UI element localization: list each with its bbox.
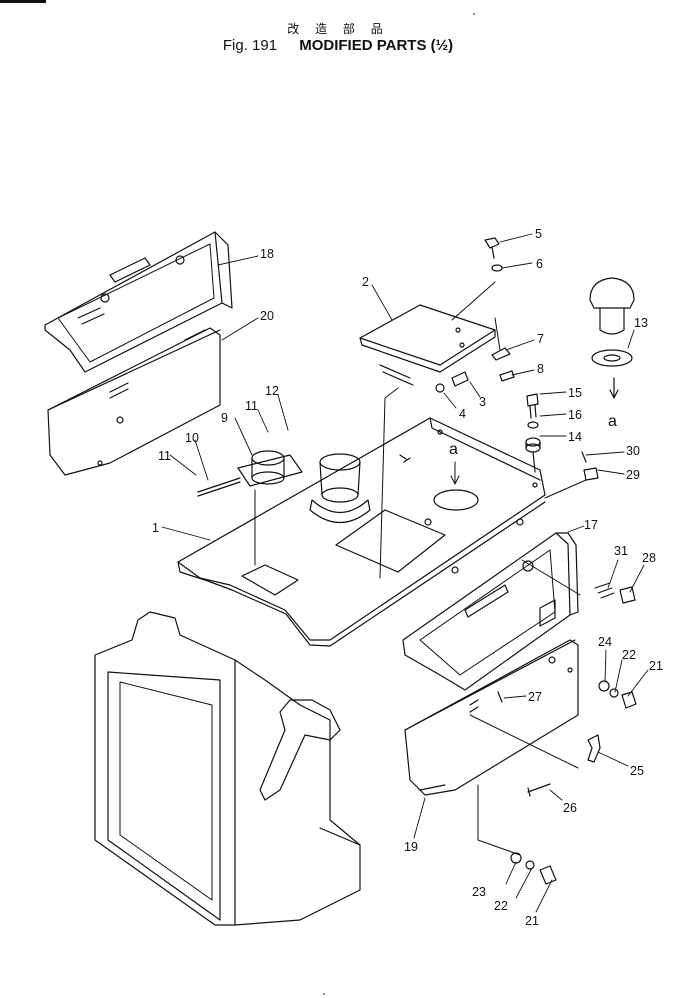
fan-housing	[237, 450, 303, 487]
figure-caption: MODIFIED PARTS (½)	[299, 37, 454, 54]
label-part-25: 25	[630, 764, 644, 778]
label-part-5: 5	[535, 227, 542, 241]
right-upper-panel	[402, 532, 579, 691]
label-part-17: 17	[584, 518, 598, 532]
label-part-22-upper: 22	[622, 648, 636, 662]
label-part-31: 31	[614, 544, 628, 558]
right-lower-panel	[404, 639, 579, 796]
right-hardware	[497, 582, 637, 885]
label-part-4: 4	[459, 407, 466, 421]
main-top-plate	[177, 417, 546, 647]
label-part-7: 7	[537, 332, 544, 346]
label-part-21-lower: 21	[525, 914, 539, 928]
small-hardware	[435, 237, 515, 393]
label-part-22-lower: 22	[494, 899, 508, 913]
label-part-23: 23	[472, 885, 486, 899]
view-ref-a-center: a	[449, 441, 458, 458]
label-part-26: 26	[563, 801, 577, 815]
label-part-3: 3	[479, 395, 486, 409]
rod-edge	[197, 481, 241, 497]
radiator-guard	[94, 611, 361, 926]
bolt-stack	[525, 393, 541, 473]
corner-mark	[0, 0, 46, 3]
connection-lines	[254, 489, 581, 856]
label-part-10: 10	[185, 431, 199, 445]
leader-wing-bolt	[451, 281, 496, 321]
rod	[197, 477, 241, 493]
leader-clip	[494, 317, 501, 351]
label-part-18: 18	[260, 247, 274, 261]
label-leaders	[161, 233, 649, 913]
label-part-14: 14	[568, 430, 582, 444]
label-part-30: 30	[626, 444, 640, 458]
label-part-6: 6	[536, 257, 543, 271]
label-part-12: 12	[265, 384, 279, 398]
japanese-title: 改 造 部 品	[287, 22, 389, 36]
stray-mark-bottom	[323, 993, 325, 995]
label-part-16: 16	[568, 408, 582, 422]
stray-mark	[473, 13, 475, 15]
leader-cover	[379, 387, 399, 579]
label-part-8: 8	[537, 362, 544, 376]
label-part-2: 2	[362, 275, 369, 289]
label-part-19: 19	[404, 840, 418, 854]
label-part-28: 28	[642, 551, 656, 565]
left-lower-panel	[47, 327, 221, 476]
label-part-15: 15	[568, 386, 582, 400]
label-part-24: 24	[598, 635, 612, 649]
label-part-11-lower: 11	[158, 449, 171, 463]
intake-tube	[309, 453, 371, 523]
left-upper-panel	[44, 231, 233, 373]
label-part-29: 29	[626, 468, 640, 482]
view-ref-a-top: a	[608, 413, 617, 430]
label-part-13: 13	[634, 316, 648, 330]
figure-number: Fig. 191	[222, 37, 278, 54]
view-arrow	[450, 461, 460, 485]
label-part-21-upper: 21	[649, 659, 663, 673]
label-part-27: 27	[528, 690, 542, 704]
label-part-20: 20	[260, 309, 274, 323]
cover-plate	[359, 304, 496, 386]
clip-pin	[544, 451, 599, 499]
label-part-11-upper: 11	[245, 399, 258, 413]
label-part-1: 1	[152, 521, 159, 535]
label-part-9: 9	[221, 411, 228, 425]
breather-cap	[589, 277, 635, 399]
figure-title: Fig. 191 MODIFIED PARTS (½)	[0, 37, 676, 54]
